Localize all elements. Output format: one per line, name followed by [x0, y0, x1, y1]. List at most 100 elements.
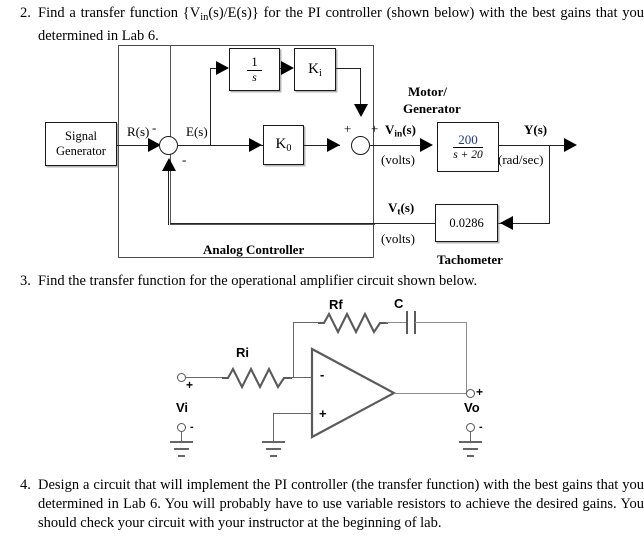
sum1-sign-bottom: -	[182, 152, 187, 167]
ki-label: Ki	[308, 60, 322, 79]
wire-ki-out	[336, 68, 361, 69]
wire-tach-feedback-vertical	[168, 170, 169, 225]
vi-ground-bar-2	[174, 448, 189, 450]
arrow-into-sum2-left	[327, 138, 340, 152]
opamp-triangle-icon	[310, 347, 396, 439]
vo-ground-bar-3	[467, 455, 474, 457]
opamp-ground-stem	[273, 413, 274, 441]
wire-sum1-to-error-node	[177, 145, 263, 146]
arrow-into-sum1	[148, 138, 161, 152]
motor-title-line1: Motor/	[408, 84, 447, 99]
opamp-noninverting-sign: +	[319, 406, 327, 421]
integrator-fraction: 1 s	[247, 55, 262, 84]
arrow-into-sum2-top	[354, 104, 368, 117]
wire-feedback-node-vertical	[293, 322, 294, 378]
k0-gain-block: K0	[263, 125, 304, 165]
wire-opamp-output	[394, 393, 470, 394]
vo-positive-terminal	[466, 389, 475, 398]
sum1-sign-top: -	[152, 120, 157, 135]
motor-title-line2: Generator	[403, 101, 461, 116]
signal-label-y: Y(s)	[524, 122, 548, 137]
wire-error-branch-up	[210, 68, 211, 146]
wire-siggen-to-sum	[117, 145, 152, 146]
analog-controller-frame	[118, 45, 374, 258]
question-4: 4. Design a circuit that will implement …	[0, 476, 644, 533]
question-2: 2. Find a transfer function {Vin(s)/E(s)…	[0, 4, 644, 46]
sum2-sign-right: +	[371, 121, 379, 136]
c-label: C	[394, 296, 404, 311]
pi-controller-block-diagram: Analog Controller Signal Generator R(s) …	[0, 0, 644, 272]
vi-ground-bar-1	[170, 441, 193, 443]
ki-gain-block: Ki	[294, 48, 336, 91]
summing-junction-2	[351, 136, 370, 155]
vi-ground-stem	[181, 432, 182, 441]
vo-label: Vo	[464, 400, 480, 415]
vo-minus-sign: -	[479, 421, 483, 433]
motor-transfer-fraction: 200 s + 20	[453, 132, 483, 162]
wire-tachometer-feedback	[170, 223, 436, 224]
question-3-text: Find the transfer function for the opera…	[38, 273, 478, 289]
signal-label-vt-units: (volts)	[381, 231, 415, 246]
arrow-into-motor	[420, 138, 433, 152]
vi-negative-terminal	[177, 423, 186, 432]
vi-ground-bar-3	[178, 455, 185, 457]
sum2-sign-left: +	[344, 121, 352, 136]
rf-label: Rf	[329, 297, 343, 312]
tachometer-block: 0.0286	[435, 204, 498, 242]
k0-label: K0	[275, 136, 292, 154]
signal-label-y-units: (rad/sec)	[498, 152, 544, 167]
integrator-denominator: s	[252, 71, 257, 84]
wire-output-node-vertical	[466, 322, 467, 393]
question-2-number: 2.	[20, 5, 31, 21]
wire-ki-down	[360, 68, 361, 106]
opamp-ground-bar-2	[266, 448, 281, 450]
inner-frame-bottom-line	[170, 224, 375, 225]
tachometer-gain: 0.0286	[449, 215, 484, 230]
signal-label-vin: Vin(s)	[385, 122, 416, 140]
ri-label: Ri	[236, 345, 249, 360]
question-3-number: 3.	[20, 273, 31, 289]
ri-resistor-icon	[222, 366, 292, 390]
signal-label-vin-units: (volts)	[381, 152, 415, 167]
wire-output-tap-down	[549, 145, 550, 223]
signal-label-e: E(s)	[186, 124, 208, 139]
motor-numerator: 200	[453, 132, 483, 149]
arrow-into-ki	[281, 61, 294, 75]
tachometer-caption: Tachometer	[437, 252, 503, 267]
vo-negative-terminal	[466, 423, 475, 432]
arrow-into-tachometer	[500, 216, 513, 230]
question-3: 3. Find the transfer function for the op…	[0, 272, 644, 291]
vi-positive-terminal	[177, 373, 186, 382]
summing-junction-1	[159, 136, 178, 155]
signal-generator-block: Signal Generator	[45, 122, 117, 166]
wire-rf-to-c	[386, 322, 407, 323]
wire-c-to-output-node	[415, 322, 467, 323]
vi-minus-sign: -	[190, 421, 194, 433]
arrow-feedback-into-sum1	[162, 158, 176, 171]
wire-motor-to-output	[499, 145, 575, 146]
opamp-circuit-figure: + Vi - Ri Rf C -	[0, 290, 644, 472]
vi-plus-sign: +	[186, 378, 194, 392]
question-2-text: Find a transfer function {Vin(s)/E(s)} f…	[38, 5, 644, 44]
vo-ground-bar-1	[459, 441, 482, 443]
signal-generator-line1: Signal	[65, 129, 97, 143]
integrator-block: 1 s	[229, 48, 280, 91]
arrow-into-integrator	[216, 61, 229, 75]
signal-label-r: R(s)	[127, 124, 150, 139]
rf-resistor-icon	[318, 311, 388, 335]
wire-noninverting-to-ground	[273, 413, 313, 414]
opamp-ground-bar-3	[270, 455, 277, 457]
signal-label-vt: Vt(s)	[388, 200, 415, 218]
arrow-output-y	[564, 138, 577, 152]
wire-vi-to-ri	[186, 377, 224, 378]
vo-ground-stem	[470, 432, 471, 441]
question-4-number: 4.	[20, 477, 31, 493]
integrator-numerator: 1	[247, 55, 262, 71]
wire-k0-to-sum2	[304, 145, 340, 146]
capacitor-plate-left	[406, 311, 408, 334]
inner-frame-left-line	[170, 46, 171, 224]
vo-ground-bar-2	[463, 448, 478, 450]
wire-to-tachometer	[497, 223, 550, 224]
opamp-ground-bar-1	[262, 441, 285, 443]
